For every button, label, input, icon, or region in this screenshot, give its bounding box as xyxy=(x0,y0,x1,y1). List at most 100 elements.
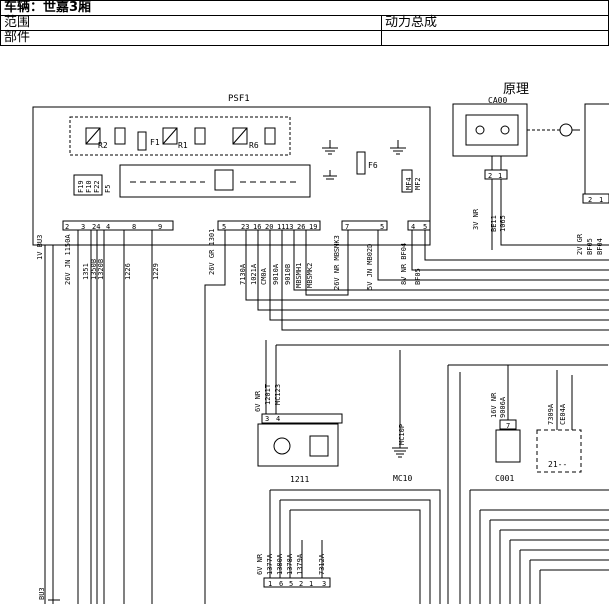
fuse-f6 xyxy=(356,151,366,175)
psf1-connector-mid xyxy=(217,220,321,231)
right-module-stub xyxy=(584,103,609,195)
pin-right-2: 5 xyxy=(380,223,384,231)
pin-left-5: 8 xyxy=(132,223,136,231)
pin-left-2: 3 xyxy=(81,223,85,231)
psf1-connector-left xyxy=(62,220,174,231)
ca00-pin-2: 2 xyxy=(488,172,492,180)
relay-r1 xyxy=(162,127,206,145)
wire-mbsmh1: MBSMH1 xyxy=(295,263,303,288)
bottom-pin-4: 2 xyxy=(299,580,303,588)
ignition-key-icon xyxy=(559,123,580,137)
component-c001 xyxy=(495,429,521,463)
ca00-connector-label: 3V NR xyxy=(472,208,480,230)
wire-1350b: 1350B xyxy=(90,259,98,280)
wire-right-bf05: BF05 xyxy=(586,238,594,255)
pin-right-1: 7 xyxy=(345,223,349,231)
c001-pin: 7 xyxy=(506,422,510,430)
wire-right-bf04: BF04 xyxy=(596,238,604,255)
wire-1377a: 1377A xyxy=(266,553,274,575)
psf1-connector-right xyxy=(341,220,388,231)
wire-cm0a: CM0A xyxy=(260,267,268,285)
bottom-pin-2: 6 xyxy=(279,580,283,588)
ca00-box xyxy=(452,103,528,157)
psf1-box xyxy=(32,106,431,246)
wire-1021a: 1021A xyxy=(250,263,258,285)
diagram-title: 原理 xyxy=(503,82,529,97)
wire-7312a: 7312A xyxy=(318,553,326,575)
relay-r1-label: R1 xyxy=(178,141,188,150)
bottom-connector-label: 6V NR xyxy=(256,553,264,575)
fuse-f5-label: F5 xyxy=(104,185,112,193)
fuse-f1 xyxy=(137,131,147,151)
fuse-mf2-label: MF2 xyxy=(414,177,422,190)
relay-r6-label: R6 xyxy=(249,141,259,150)
inner-chip xyxy=(214,169,234,191)
wire-1065: 1065 xyxy=(499,215,507,232)
mc10-label: MC10 xyxy=(393,474,412,483)
wire-1320b: 1320B xyxy=(97,259,105,280)
wire-mc123: MC123 xyxy=(274,384,282,405)
component-21 xyxy=(536,429,582,473)
fuse-f6-label: F6 xyxy=(368,161,378,170)
wire-bf04: 8V NR BF04 xyxy=(400,243,408,285)
pin-mid-8: 19 xyxy=(309,223,317,231)
pin-mid-4: 20 xyxy=(265,223,273,231)
bottom-pin-3: 5 xyxy=(289,580,293,588)
wire-7309a: 7309A xyxy=(547,403,555,425)
pin-left-6: 9 xyxy=(158,223,162,231)
pin-mid-5: 11 xyxy=(277,223,285,231)
wire-1380a: 1380A xyxy=(276,553,284,575)
wire-1226: 1226 xyxy=(124,263,132,280)
fuse-f1-label: F1 xyxy=(150,138,160,147)
fuses-left-group xyxy=(73,174,103,196)
ca00-pin-1: 1 xyxy=(498,172,502,180)
pin-left-3: 24 xyxy=(92,223,100,231)
relay-r6 xyxy=(232,127,276,145)
c1211-pin-4: 4 xyxy=(276,415,280,423)
wire-1378a: 1378A xyxy=(286,553,294,575)
pin-mid-6: 13 xyxy=(285,223,293,231)
fuse-f10-label: F10 xyxy=(85,180,93,193)
c001-connector: 16V NR xyxy=(490,392,498,418)
wire-be11: BE11 xyxy=(490,215,498,232)
wire-1301: 26V GR 1301 xyxy=(208,229,216,275)
fuse-f22-label: F22 xyxy=(93,180,101,193)
right-stub-pin-2: 2 xyxy=(588,196,592,204)
pin-mid-2: 23 xyxy=(241,223,249,231)
ca00-label: CA00 xyxy=(488,96,507,105)
pin-mid-1: 5 xyxy=(222,223,226,231)
relay-group-box xyxy=(69,116,291,156)
ca00-connector xyxy=(484,169,508,180)
bottom-pin-1: 1 xyxy=(268,580,272,588)
header-table: 车辆：世嘉3厢 范围 动力总成 部件 xyxy=(0,0,609,46)
pin-left-4: 4 xyxy=(106,223,110,231)
wire-1229: 1229 xyxy=(152,263,160,280)
wire-mbsmk3: 26V NR MBSMK3 xyxy=(333,235,341,290)
fuse-f19-label: F19 xyxy=(77,180,85,193)
pin-mid-7: 26 xyxy=(297,223,305,231)
fuel-pump-icon xyxy=(309,435,329,457)
wire-1379a: 1379A xyxy=(296,553,304,575)
component-1211-box xyxy=(257,423,339,467)
wire-ce04a: CE04A xyxy=(559,403,567,425)
right-stub-pin-1: 1 xyxy=(599,196,603,204)
psf1-inner-module xyxy=(119,164,311,198)
c1211-connector: 6V NR xyxy=(254,390,262,412)
bottom-connector xyxy=(263,577,331,588)
c21-label: 21-- xyxy=(548,460,567,469)
wire-mc10p: MC10P xyxy=(398,424,406,445)
part-label: 部件 xyxy=(0,30,382,46)
bottom-pin-5: 1 xyxy=(309,580,313,588)
c001-label: C001 xyxy=(495,474,514,483)
c1211-pin-3: 3 xyxy=(265,415,269,423)
right-stub-connector: 2V GR xyxy=(576,233,584,255)
relay-r2 xyxy=(85,127,126,145)
pin-right-3: 4 xyxy=(411,223,415,231)
pin-left-1: 2 xyxy=(65,223,69,231)
bottom-left-label: BU3 xyxy=(38,587,46,600)
pin-right-4: 5 xyxy=(423,223,427,231)
c1211-label: 1211 xyxy=(290,475,309,484)
wire-9006a: 9006A xyxy=(499,396,507,418)
wire-mbsmk2: MBSMK2 xyxy=(306,263,314,288)
